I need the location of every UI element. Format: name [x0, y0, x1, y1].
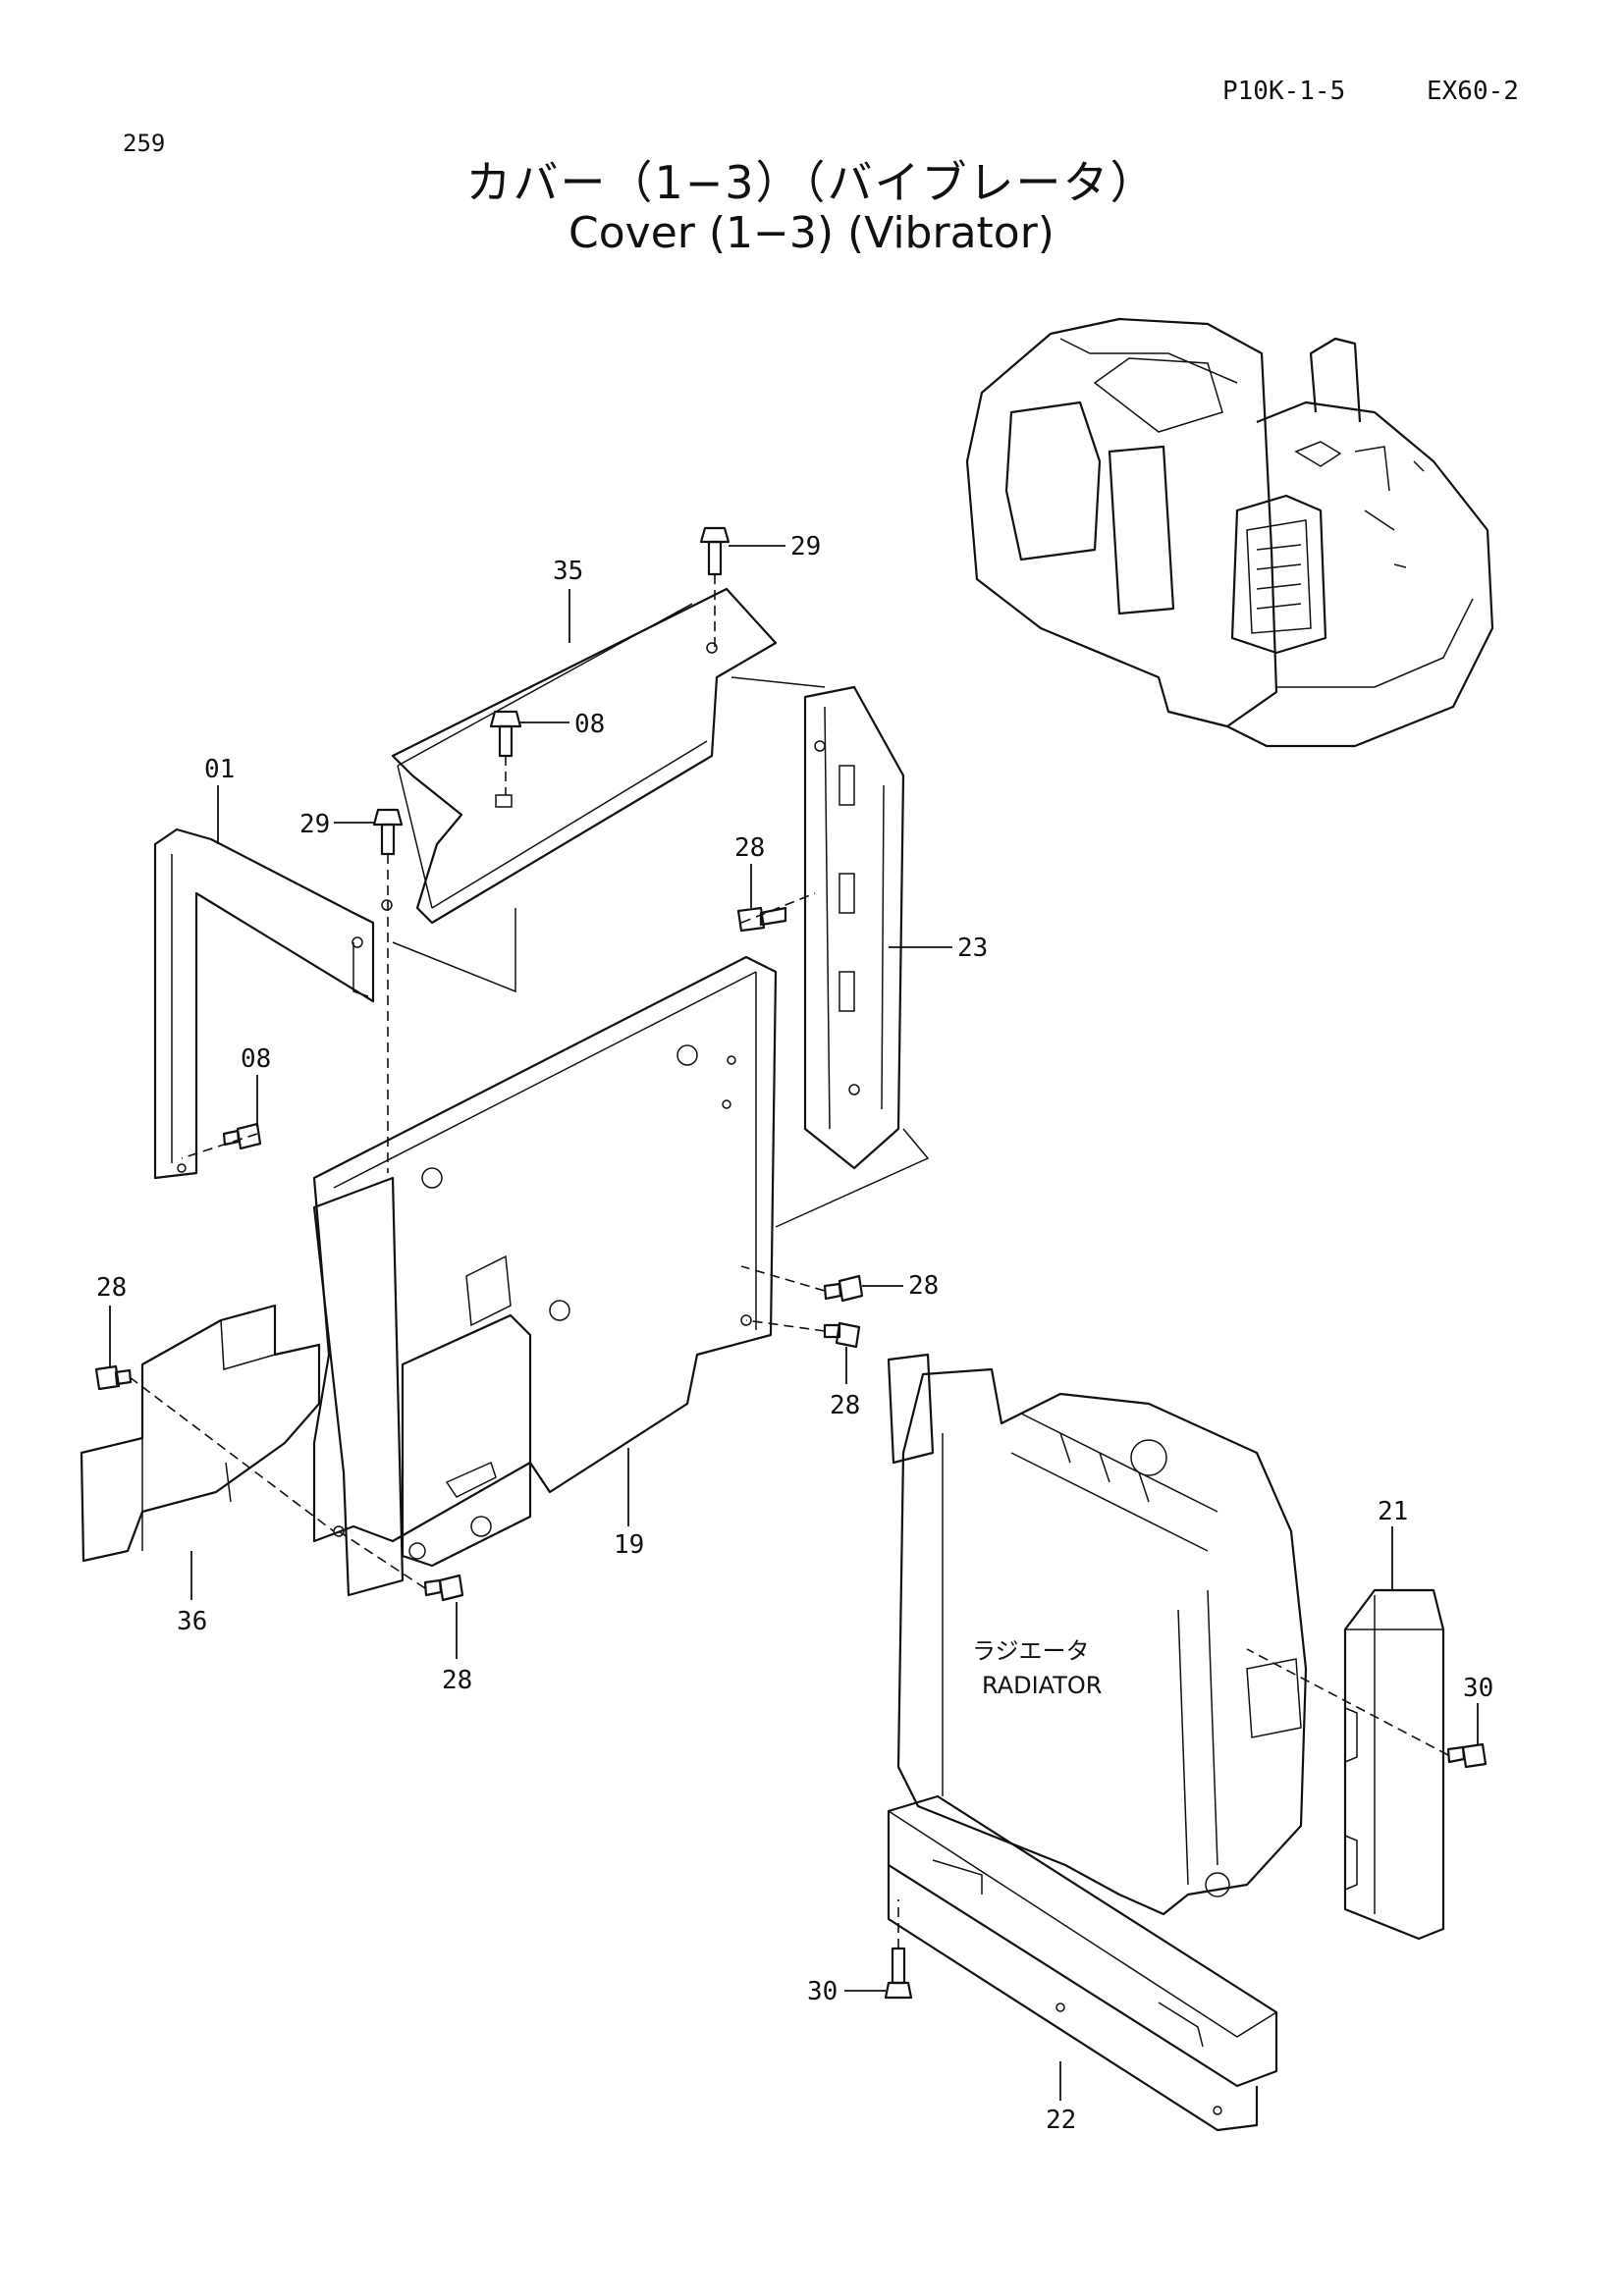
bolt-28-right-a-icon: [823, 1274, 864, 1303]
page-title-english: Cover (1−3) (Vibrator): [568, 208, 1055, 258]
assembly-lines: [129, 574, 1449, 1949]
callout-01: 01: [204, 755, 235, 784]
part-23-side-channel: [803, 685, 905, 1170]
bolt-28-right-b-icon: [823, 1321, 861, 1349]
callout-28-right-b: 28: [830, 1391, 860, 1420]
callout-08-top: 08: [574, 710, 605, 739]
leader-lines: [109, 545, 1479, 2101]
part-22-bottom-bracket: [887, 1794, 1278, 2132]
bolts: [94, 526, 1488, 2000]
page-number: 259: [123, 130, 166, 157]
bolt-29-left-icon: [372, 808, 404, 856]
callout-22: 22: [1046, 2106, 1076, 2135]
radiator-label-ja: ラジエータ: [972, 1637, 1090, 1665]
part-19-main-cover: [312, 955, 778, 1597]
callout-29-left: 29: [299, 810, 330, 839]
radiator-label-en: RADIATOR: [982, 1672, 1102, 1699]
callout-numbers: 29 35 08 01 29 28 23 08 28 28 28 19 36 2…: [96, 532, 1493, 2135]
callout-28-upper: 28: [734, 833, 765, 863]
bolt-28-far-left-icon: [94, 1364, 133, 1391]
page-title-japanese: カバー（1−3）（バイブレータ）: [465, 156, 1158, 209]
callout-28-bottom: 28: [442, 1666, 472, 1695]
bolt-30-right-icon: [1446, 1742, 1488, 1769]
part-21-seal: [1343, 1588, 1445, 1941]
bolt-08-top-icon: [489, 710, 522, 758]
part-35-top-cover: [381, 587, 778, 925]
callout-30-bottom: 30: [807, 1977, 838, 2006]
part-01-bracket: [153, 828, 375, 1180]
callout-28-right-a: 28: [908, 1271, 939, 1301]
machine-model: EX60-2: [1427, 77, 1519, 106]
bolt-08-left-icon: [222, 1122, 262, 1150]
callout-19: 19: [614, 1530, 644, 1560]
callout-23: 23: [957, 934, 988, 963]
bolt-29-top-icon: [699, 526, 730, 576]
bolt-28-upper-icon: [736, 906, 787, 933]
callout-28-far-left: 28: [96, 1273, 127, 1303]
callout-29-top: 29: [790, 532, 821, 561]
callout-36: 36: [177, 1607, 207, 1636]
callout-21: 21: [1378, 1497, 1408, 1526]
callout-08-left: 08: [241, 1044, 271, 1074]
excavator-overview-illustration: [965, 317, 1494, 748]
document-code: P10K-1-5: [1222, 77, 1346, 106]
radiator-assembly: [887, 1353, 1308, 1916]
callout-35: 35: [553, 557, 583, 586]
callout-30-right: 30: [1463, 1674, 1493, 1703]
bolt-30-bottom-icon: [884, 1947, 913, 2000]
bolt-28-bottom-icon: [423, 1574, 464, 1602]
part-36-seal: [80, 1304, 321, 1563]
